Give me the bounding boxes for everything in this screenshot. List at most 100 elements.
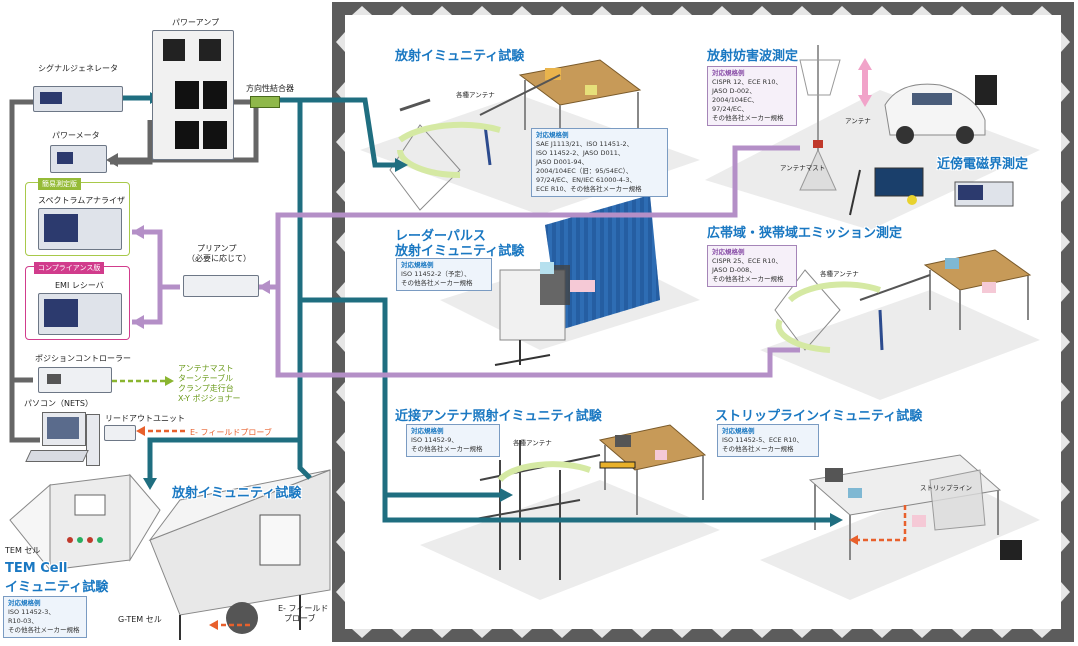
standard-line: 97/24/EC、 [712,105,749,113]
standard-line: JASO D001-94、 [536,158,589,166]
table-proximity [598,424,707,515]
readout-unit-label: リードアウトユニット [105,414,185,423]
table-wideband [923,249,1032,330]
gtem-cell-shape [148,469,331,640]
antenna-label-radiated-immunity: 各種アンテナ [456,91,495,99]
title-radiated-immunity: 放射イミュニティ試験 [395,49,525,64]
floor-proximity [420,480,720,600]
standards-radiated-immunity: 対応規格例 SAE J1113/21、ISO 11451-2、 ISO 1145… [531,128,668,197]
gtem-probe-label-1: E- フィールド [278,604,329,613]
standard-line: ISO 11452-5、ECE R10、 [722,436,803,444]
proximity-stands [469,440,601,580]
standards-proximity-antenna: 対応規格例 ISO 11452-9、 その他各社メーカー規格 [406,424,500,457]
standards-stripline: 対応規格例 ISO 11452-5、ECE R10、 その他各社メーカー規格 [717,424,819,457]
compliance-group-tag: コンプライアンス版 [34,262,105,274]
antenna-label-proximity: 各種アンテナ [513,439,552,447]
standard-line: 97/24/EC、EN/IEC 61000-4-3、 [536,176,636,184]
signal-generator-device[interactable] [33,86,123,112]
title-wideband-emission: 広帯域・狭帯域エミッション測定 [707,226,903,241]
controlled-xy-positioner: X-Y ポジショナー [178,394,241,403]
mast-label-emission: アンテナマスト [780,164,826,172]
title-tem-2: イミュニティ試験 [5,580,109,595]
emi-receiver-label: EMI レシーバ [55,281,104,290]
title-tem-1: TEM Cell [5,561,68,576]
preamp-device[interactable] [183,275,259,297]
preamp-note: （必要に応じて） [187,254,251,263]
signal-generator-label: シグナルジェネレータ [38,64,118,73]
standard-line: SAE J1113/21、ISO 11451-2、 [536,140,634,148]
standard-line: ISO 11452-9、 [411,436,458,444]
standard-line: CISPR 12、ECE R10、 [712,78,782,86]
standard-line: CISPR 25、ECE R10、 [712,257,782,265]
standards-head: 対応規格例 [722,427,755,435]
antenna-label-emission: アンテナ [845,117,871,125]
standards-head: 対応規格例 [401,261,434,269]
spectrum-analyzer-device[interactable] [38,208,122,250]
simple-group-tag: 簡易測定版 [38,178,81,190]
standard-line: JASO D-002、 [712,87,756,95]
tem-cell-shape [9,473,161,572]
floor-wideband [760,290,1040,400]
emi-receiver-device[interactable] [38,293,122,335]
pc-label: パソコン（NETS） [24,399,94,408]
chamber-absorber-teeth [336,6,1070,638]
pc-monitor[interactable] [42,412,86,446]
title-near-field: 近傍電磁界測定 [937,157,1029,172]
preamp-label: プリアンプ [197,244,237,253]
power-meter-label: パワーメータ [52,131,100,140]
standards-wideband-emission: 対応規格例 CISPR 25、ECE R10、 JASO D-008、 その他各… [707,245,797,287]
e-field-probe-link-label: E- フィールドプローブ [190,428,272,437]
standard-line: その他各社メーカー規格 [401,279,473,287]
power-amp-label: パワーアンプ [172,18,220,27]
absorber-wall-radar [494,195,660,366]
position-controller-device[interactable] [38,367,112,393]
readout-unit-device[interactable] [104,425,136,441]
standard-line: その他各社メーカー規格 [722,445,794,453]
stripline-label: ストリップライン [920,484,972,492]
title-stripline: ストリップラインイミュニティ試験 [715,409,923,424]
standard-line: 2004/104EC、 [712,96,759,104]
antenna-radiated-immunity [389,74,561,211]
standard-line: ISO 11452-2（予定）、 [401,270,471,278]
antenna-label-wideband: 各種アンテナ [820,270,859,278]
controlled-clamp-rail: クランプ走行台 [178,384,234,393]
pc-keyboard [25,450,89,462]
power-meter-device[interactable] [50,145,107,173]
gtem-probe-label-2: プローブ [284,614,316,623]
controlled-turntable: ターンテーブル [178,374,234,383]
title-radar-pulse-2: 放射イミュニティ試験 [395,244,525,259]
standards-head: 対応規格例 [8,599,41,607]
title-proximity-antenna: 近接アンテナ照射イミュニティ試験 [395,409,602,424]
standard-line: ISO 11452-2、JASO D011、 [536,149,625,157]
standard-line: 2004/104EC（旧：95/54EC）、 [536,167,633,175]
tem-cell-label: TEM セル [5,546,41,555]
standards-head: 対応規格例 [536,131,569,139]
directional-coupler-device[interactable] [250,96,280,108]
standards-radar-pulse: 対応規格例 ISO 11452-2（予定）、 その他各社メーカー規格 [396,258,492,291]
near-field-equipment [849,167,1014,216]
standard-line: その他各社メーカー規格 [712,114,784,122]
standard-line: その他各社メーカー規格 [712,275,784,283]
pc-tower [86,414,100,466]
standard-line: その他各社メーカー規格 [8,626,80,634]
standards-head: 対応規格例 [411,427,444,435]
standard-line: R10-03、 [8,617,38,625]
title-gtem: 放射イミュニティ試験 [172,486,302,501]
standard-line: JASO D-008、 [712,266,756,274]
antenna-wideband [774,269,931,353]
title-radiated-emission: 放射妨害波測定 [707,49,799,64]
antenna-mast-emission [799,45,841,191]
controlled-antenna-mast: アンテナマスト [178,364,234,373]
spectrum-analyzer-label: スペクトラムアナライザ [38,196,126,205]
standards-head: 対応規格例 [712,248,745,256]
standard-line: その他各社メーカー規格 [411,445,483,453]
standards-head: 対応規格例 [712,69,745,77]
gtem-cell-label: G-TEM セル [118,615,162,624]
power-amp-device[interactable] [152,30,234,160]
standard-line: ISO 11452-3、 [8,608,55,616]
controlled-devices-list: アンテナマスト ターンテーブル クランプ走行台 X-Y ポジショナー [178,364,240,404]
standards-tem: 対応規格例 ISO 11452-3、 R10-03、 その他各社メーカー規格 [3,596,87,638]
standards-radiated-emission: 対応規格例 CISPR 12、ECE R10、 JASO D-002、 2004… [707,66,797,126]
standard-line: ECE R10、その他各社メーカー規格 [536,185,642,193]
